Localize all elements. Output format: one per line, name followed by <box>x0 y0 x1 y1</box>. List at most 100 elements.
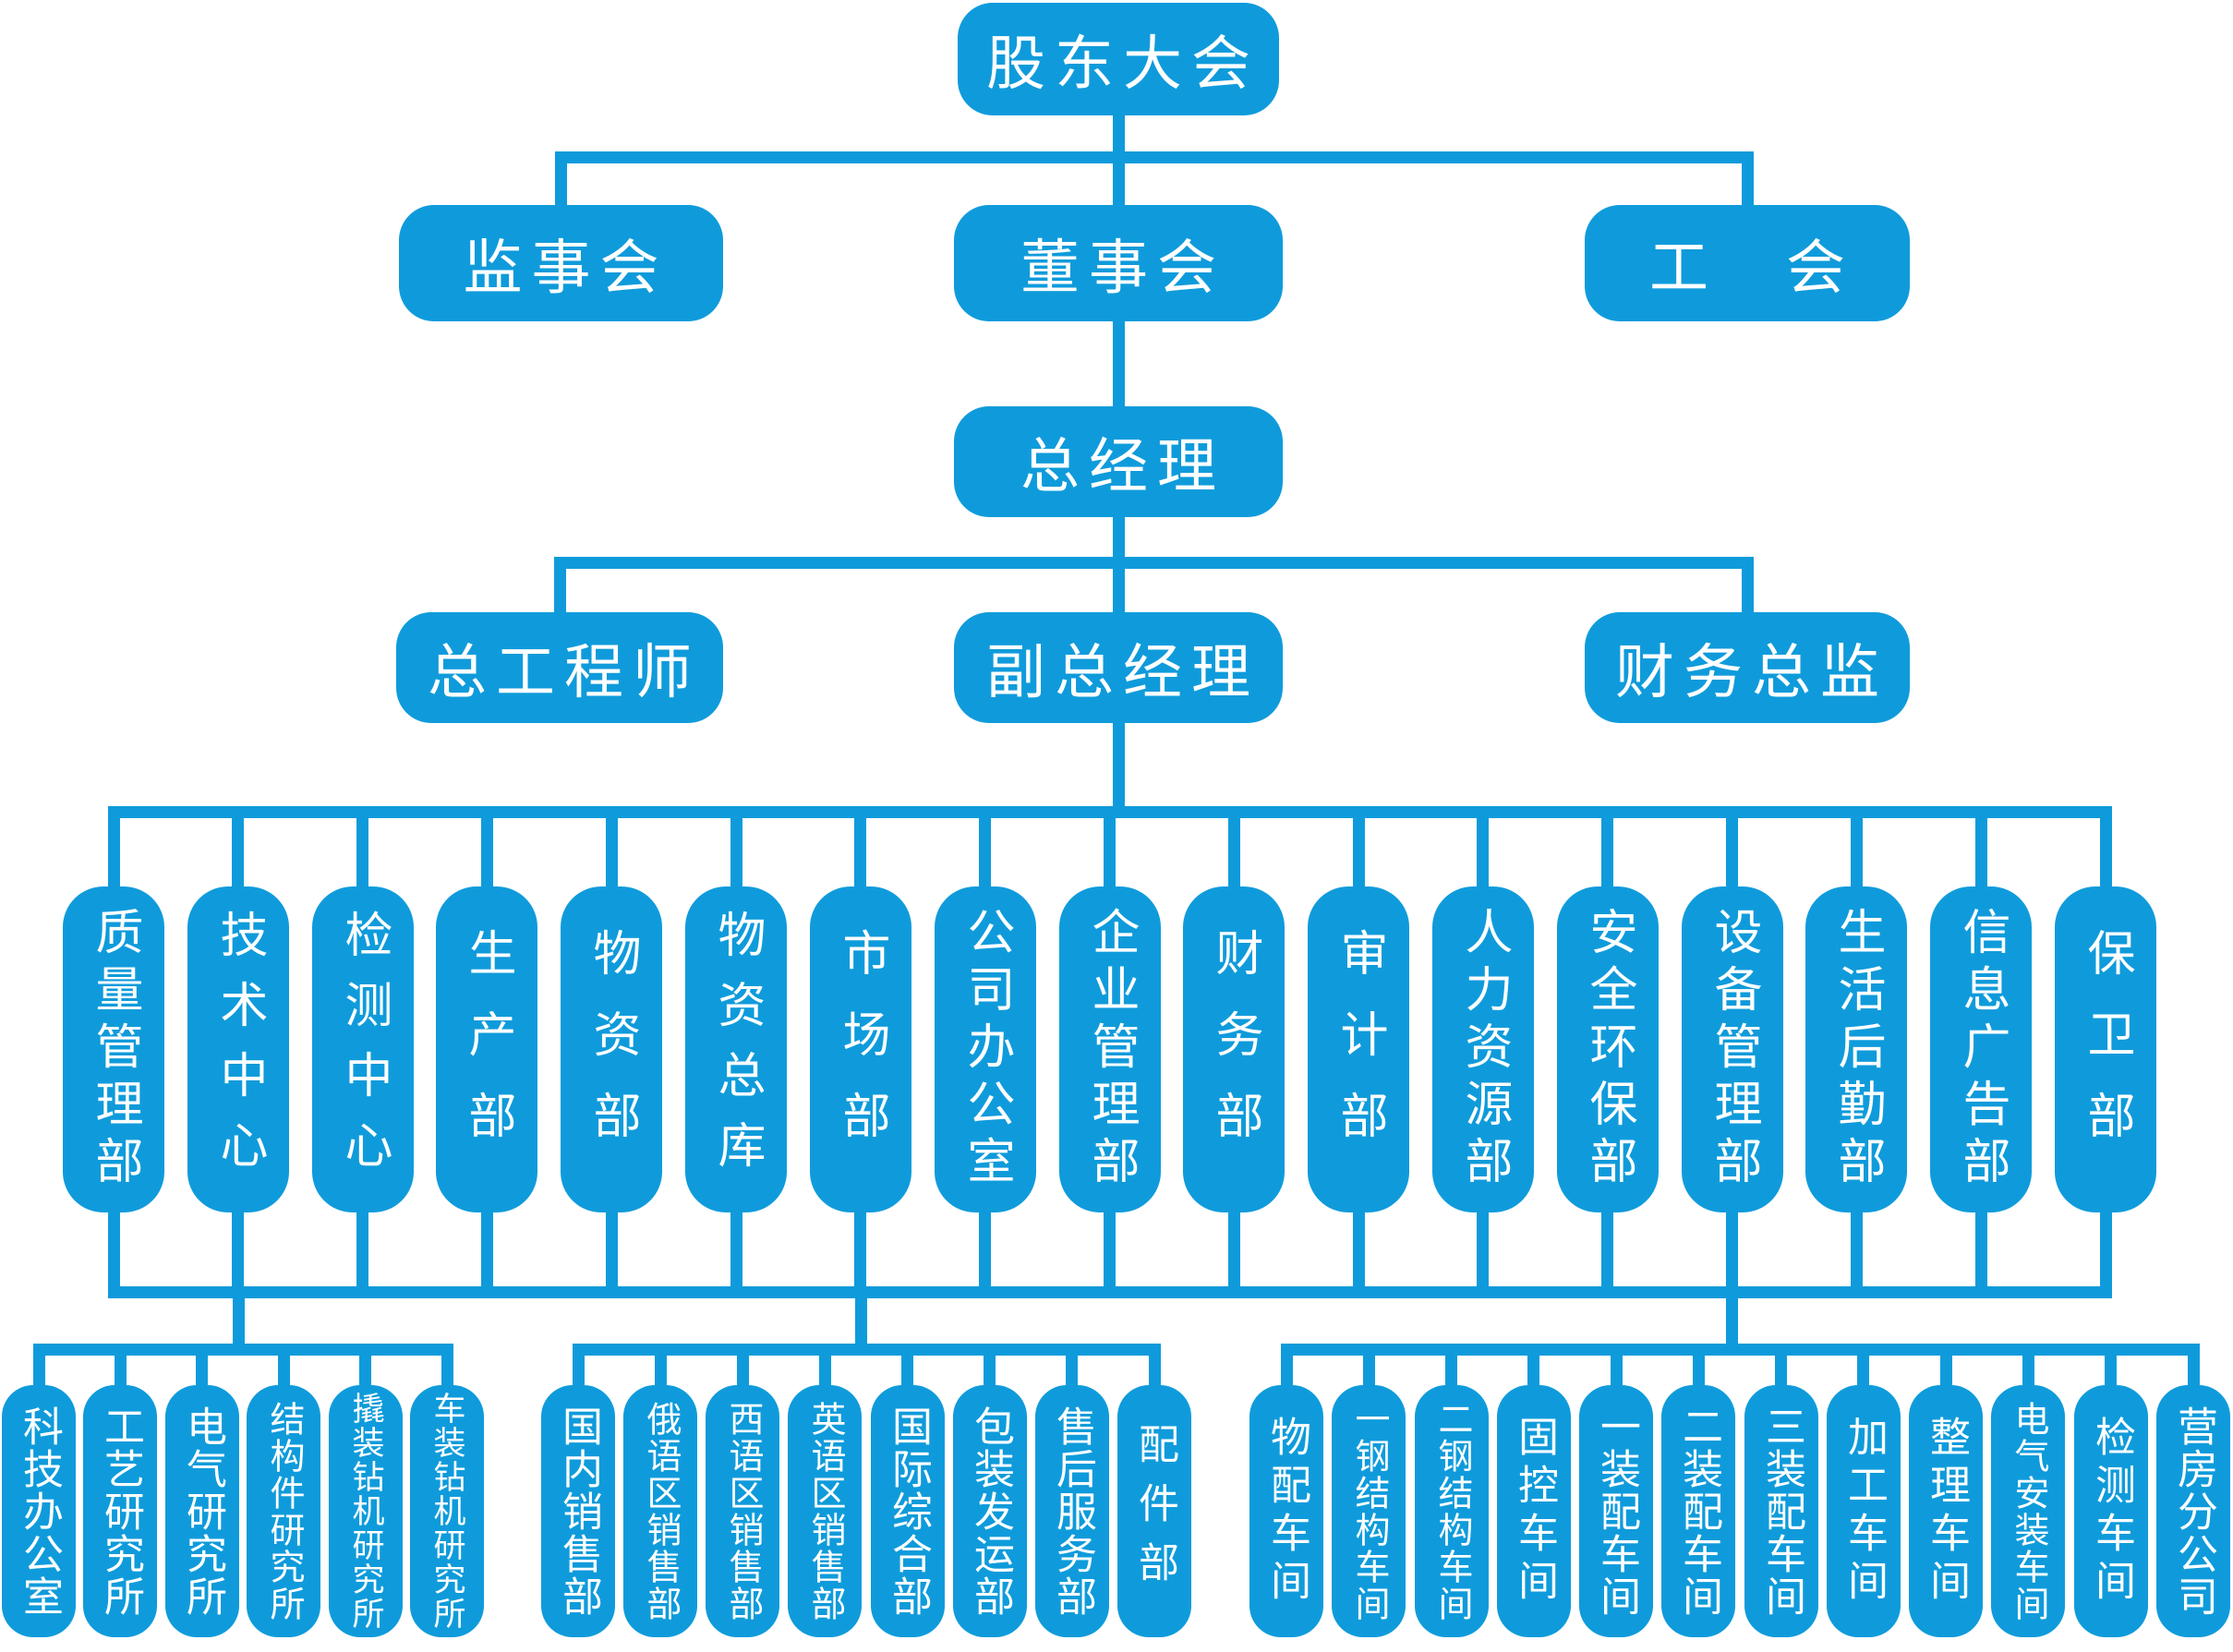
node-labor-union: 工 会 <box>1585 205 1910 321</box>
node-label: 营房分公司 <box>2171 1405 2216 1618</box>
node-label: 英语区销售部 <box>805 1400 844 1622</box>
node-label: 结构件研究所 <box>264 1400 303 1622</box>
connector-vertical <box>1445 1344 1457 1390</box>
leaf-node: 检测车间 <box>2074 1385 2148 1637</box>
node-label: 副总经理 <box>986 640 1260 705</box>
connector-vertical <box>1693 1344 1705 1390</box>
node-label: 监事会 <box>463 235 669 301</box>
connector-vertical <box>737 1344 749 1390</box>
connector-vertical <box>1104 806 1116 892</box>
node-label: 股东大会 <box>986 31 1260 97</box>
connector-vertical <box>1113 151 1125 205</box>
node-label: 生活后勤部 <box>1830 906 1883 1193</box>
leaf-node: 二钢结构车间 <box>1415 1385 1489 1637</box>
node-label: 二装配车间 <box>1676 1405 1721 1618</box>
connector-rail-level4 <box>554 557 1754 569</box>
node-label: 一钢结构车间 <box>1349 1400 1388 1622</box>
leaf-node: 电气安装车间 <box>1991 1385 2065 1637</box>
leaf-node: 整理车间 <box>1909 1385 1983 1637</box>
connector-vertical <box>573 1344 585 1390</box>
node-label: 人力资源部 <box>1457 906 1510 1193</box>
node-label: 包装发运部 <box>968 1405 1013 1618</box>
node-chief-engineer: 总工程师 <box>396 612 723 723</box>
leaf-node: 包装发运部 <box>953 1385 1027 1637</box>
node-label: 总工程师 <box>428 640 701 705</box>
connector-vertical <box>606 1207 618 1298</box>
node-label: 俄语区销售部 <box>641 1400 680 1622</box>
connector-vertical <box>2188 1344 2200 1390</box>
node-label: 二钢结构车间 <box>1432 1400 1471 1622</box>
connector-vertical <box>1601 1207 1613 1298</box>
connector-group-drop <box>855 1286 867 1356</box>
dept-node: 物资部 <box>561 886 662 1212</box>
connector-group-drop <box>1726 1286 1738 1356</box>
leaf-node: 科技办公室 <box>2 1385 76 1637</box>
leaf-node: 英语区销售部 <box>788 1385 862 1637</box>
node-label: 安全环保部 <box>1582 906 1635 1193</box>
connector-vertical <box>1851 1207 1863 1298</box>
node-label: 国内销售部 <box>556 1405 601 1618</box>
connector-vertical <box>979 1207 991 1298</box>
connector-vertical <box>730 806 742 892</box>
node-label: 固控车间 <box>1512 1415 1557 1608</box>
dept-node: 市场部 <box>810 886 911 1212</box>
node-label: 工 会 <box>1649 235 1854 301</box>
node-label: 财务部 <box>1208 927 1261 1172</box>
node-label: 市场部 <box>835 927 887 1172</box>
connector-vertical <box>441 1344 453 1390</box>
connector-vertical <box>901 1344 913 1390</box>
dept-node: 设备管理部 <box>1682 886 1783 1212</box>
node-label: 董事会 <box>1020 235 1225 301</box>
connector-deputy-gm-down <box>1113 723 1125 818</box>
connector-vertical <box>1611 1344 1623 1390</box>
connector-rail-research-institutes <box>33 1344 453 1356</box>
connector-vertical <box>33 1344 45 1390</box>
connector-vertical <box>1601 806 1613 892</box>
connector-vertical <box>481 1207 493 1298</box>
connector-vertical <box>1353 806 1365 892</box>
node-label: 配件部 <box>1132 1422 1177 1600</box>
node-label: 审计部 <box>1333 927 1385 1172</box>
node-label: 质量管理部 <box>88 906 140 1193</box>
node-label: 整理车间 <box>1924 1415 1969 1608</box>
leaf-node: 工艺研究所 <box>83 1385 157 1637</box>
node-board-of-directors: 董事会 <box>954 205 1283 321</box>
node-label: 工艺研究所 <box>98 1405 143 1618</box>
node-label: 检测中心 <box>337 909 390 1190</box>
connector-vertical <box>1527 1344 1539 1390</box>
connector-vertical <box>979 806 991 892</box>
connector-vertical <box>2022 1344 2034 1390</box>
node-label: 物配车间 <box>1264 1415 1310 1608</box>
connector-vertical <box>1975 1207 1987 1298</box>
connector-vertical <box>1940 1344 1952 1390</box>
node-label: 物资总库 <box>710 909 763 1190</box>
connector-vertical <box>1477 1207 1489 1298</box>
connector-vertical <box>359 1344 371 1390</box>
connector-vertical <box>2105 1344 2117 1390</box>
node-label: 技术中心 <box>212 909 265 1190</box>
dept-node: 安全环保部 <box>1557 886 1659 1212</box>
connector-vertical <box>730 1207 742 1298</box>
dept-node: 公司办公室 <box>935 886 1036 1212</box>
node-label: 一装配车间 <box>1594 1405 1639 1618</box>
leaf-node: 物配车间 <box>1249 1385 1323 1637</box>
connector-vertical <box>1281 1344 1293 1390</box>
leaf-node: 结构件研究所 <box>247 1385 320 1637</box>
node-deputy-general-manager: 副总经理 <box>954 612 1283 723</box>
node-label: 撬装钻机研究所 <box>347 1392 384 1631</box>
connector-vertical <box>819 1344 831 1390</box>
connector-vertical <box>554 557 566 612</box>
node-label: 生产部 <box>461 927 513 1172</box>
connector-group-drop <box>233 1286 245 1356</box>
connector-vertical <box>1742 557 1754 612</box>
node-shareholders-meeting: 股东大会 <box>958 3 1279 115</box>
connector-vertical <box>854 806 866 892</box>
connector-vertical <box>1104 1207 1116 1298</box>
leaf-node: 撬装钻机研究所 <box>329 1385 403 1637</box>
leaf-node: 西语区销售部 <box>706 1385 779 1637</box>
connector-vertical <box>1775 1344 1787 1390</box>
node-label: 电气研究所 <box>180 1405 225 1618</box>
connector-rail-level2 <box>555 151 1754 163</box>
leaf-node: 俄语区销售部 <box>623 1385 697 1637</box>
node-label: 西语区销售部 <box>723 1400 762 1622</box>
